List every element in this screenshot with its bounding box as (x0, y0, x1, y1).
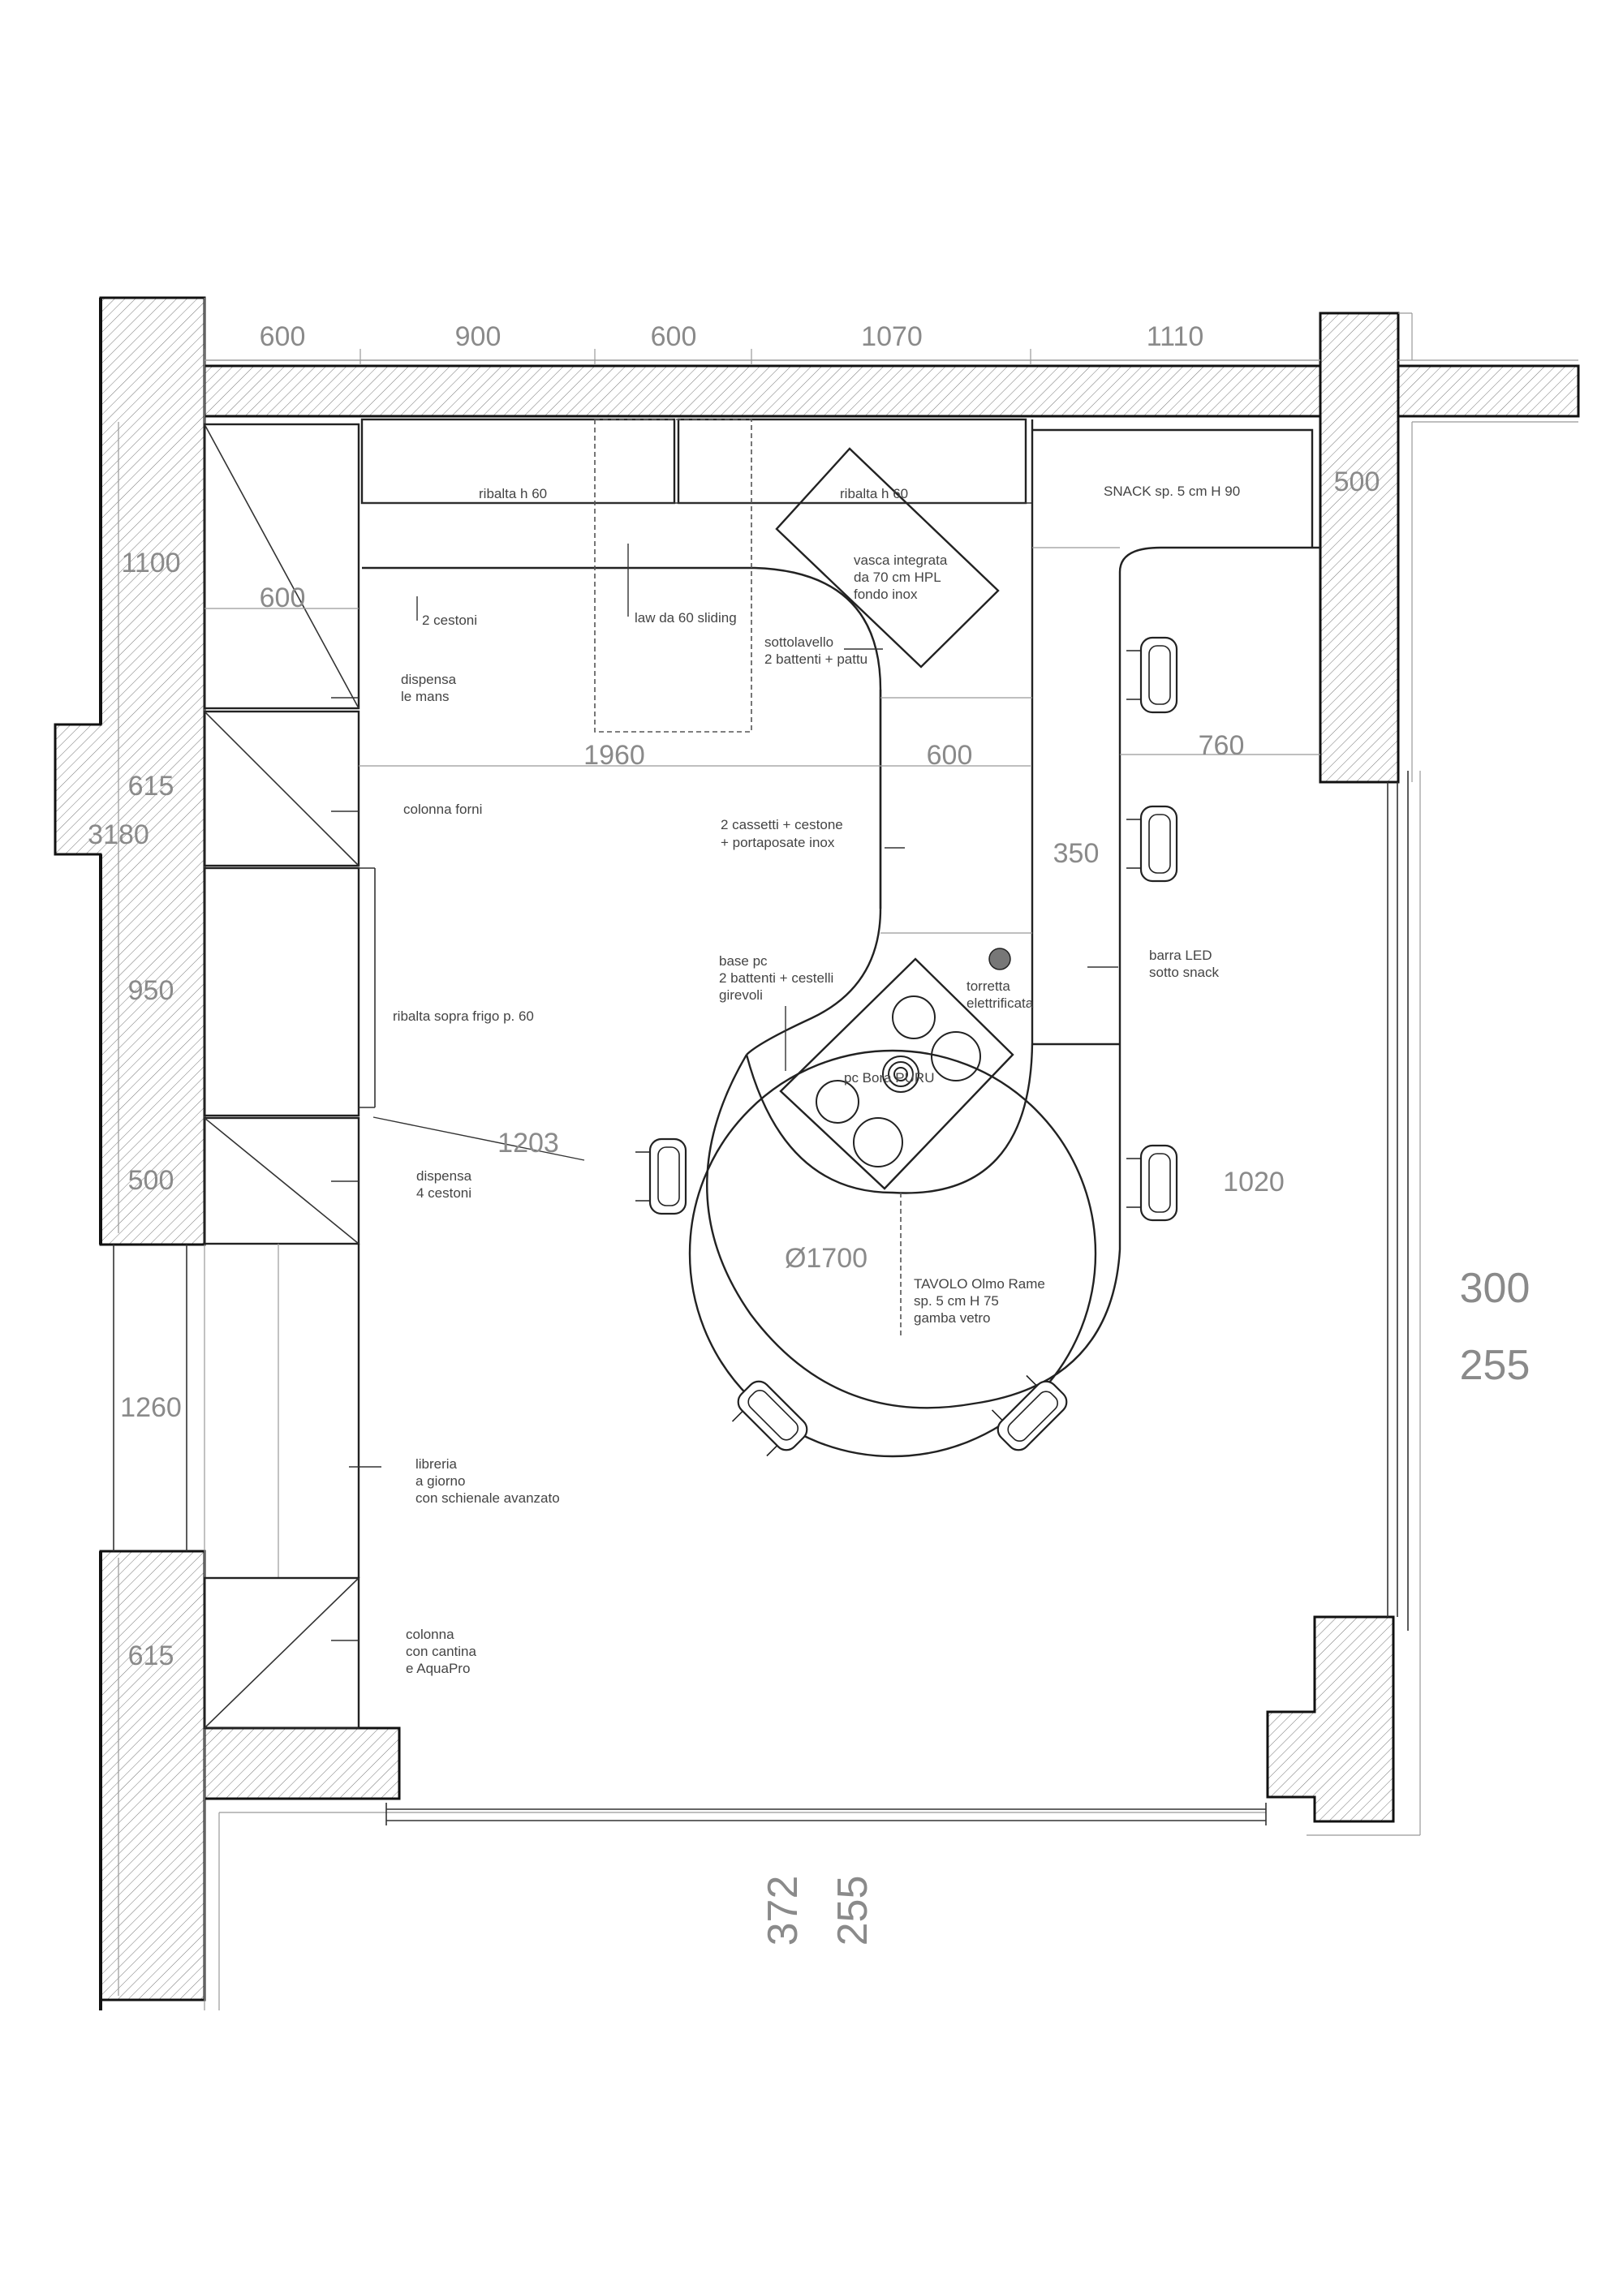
dim-left-5: 1260 (120, 1392, 182, 1423)
dim-600-mid: 600 (927, 740, 973, 771)
dimension-lines (118, 349, 1320, 1996)
label-tavolo-2: sp. 5 cm H 75 (914, 1293, 999, 1309)
label-torretta-1: torretta (966, 978, 1010, 994)
label-ribalta-left: ribalta h 60 (479, 486, 547, 501)
label-snack: SNACK sp. 5 cm H 90 (1104, 484, 1240, 499)
dim-top-4: 1110 (1147, 321, 1204, 352)
left-cabinets (203, 423, 376, 1730)
dim-left-4: 500 (128, 1165, 174, 1196)
walls (54, 296, 1580, 2010)
label-ribalta-frigo: ribalta sopra frigo p. 60 (393, 1008, 534, 1024)
label-dispensa-4-2: 4 cestoni (416, 1185, 471, 1201)
label-dispensa-4-1: dispensa (416, 1168, 472, 1184)
height-bottom-1: 255 (829, 1876, 876, 1946)
dim-top-2: 600 (651, 321, 697, 352)
top-counter (359, 418, 1034, 1056)
label-tavolo-3: gamba vetro (914, 1310, 991, 1326)
label-colonna-cantina-3: e AquaPro (406, 1661, 470, 1676)
pillar-right-bottom (1266, 1615, 1395, 1823)
dim-left-6: 615 (128, 1640, 174, 1671)
dim-left-2: 3180 (88, 819, 149, 850)
dim-1020: 1020 (1223, 1167, 1285, 1197)
label-dispensa-mans-1: dispensa (401, 672, 457, 687)
label-libreria-3: con schienale avanzato (415, 1490, 560, 1506)
label-cassetti-2: + portaposate inox (721, 835, 835, 850)
height-right-1: 255 (1460, 1342, 1530, 1389)
dimension-text-top: 600 900 600 1070 1110 (260, 321, 1204, 352)
hob-burner-icon (882, 1056, 919, 1093)
label-cassetti-1: 2 cassetti + cestone (721, 817, 843, 832)
dim-1203: 1203 (497, 1128, 559, 1159)
dim-left-0: 1100 (121, 548, 180, 578)
label-vasca-3: fondo inox (854, 587, 918, 602)
chair-icon (982, 1365, 1073, 1456)
dim-600-left: 600 (260, 583, 306, 613)
height-right-0: 300 (1460, 1265, 1530, 1312)
label-cestoni: 2 cestoni (422, 613, 477, 628)
chair-icon (1125, 805, 1178, 883)
chair-icon (1125, 1144, 1178, 1222)
label-colonna-cantina-1: colonna (406, 1627, 454, 1642)
dim-1960: 1960 (583, 740, 645, 771)
chair-icon (722, 1375, 813, 1466)
label-vasca-2: da 70 cm HPL (854, 570, 941, 585)
height-bottom-0: 372 (760, 1876, 807, 1946)
label-law: law da 60 sliding (635, 610, 737, 626)
label-libreria-1: libreria (415, 1456, 458, 1472)
wall-top (203, 364, 1322, 418)
label-libreria-2: a giorno (415, 1473, 465, 1489)
label-torretta-2: elettrificata (966, 995, 1034, 1011)
label-barra-led-2: sotto snack (1149, 965, 1219, 980)
electrical-tower-icon (988, 948, 1011, 970)
dim-top-3: 1070 (861, 321, 923, 352)
notes: ribalta h 60 ribalta h 60 2 cestoni law … (393, 484, 1240, 1676)
wall-bottom-left (203, 1726, 401, 1800)
pillar-right-top (1319, 312, 1400, 784)
dim-500-right: 500 (1334, 467, 1380, 497)
dim-top-1: 900 (455, 321, 502, 352)
wall-left-lower (99, 1550, 206, 2001)
snack-bar (1032, 428, 1320, 1046)
dim-top-0: 600 (260, 321, 306, 352)
chair-icon (634, 1137, 687, 1215)
label-pc-bora: pc Bora PURU (844, 1070, 934, 1086)
dim-760: 760 (1199, 730, 1245, 761)
label-sottolavello-2: 2 battenti + pattu (764, 651, 867, 667)
leaders (331, 544, 1118, 1641)
label-vasca-1: vasca integrata (854, 553, 948, 568)
dim-left-3: 950 (128, 975, 174, 1006)
label-base-pc-2: 2 battenti + cestelli (719, 970, 833, 986)
snack-chairs (1125, 636, 1178, 1222)
label-base-pc-3: girevoli (719, 987, 763, 1003)
label-ribalta-right: ribalta h 60 (840, 486, 908, 501)
label-colonna-forni: colonna forni (403, 802, 482, 817)
dim-350: 350 (1053, 838, 1100, 869)
dimension-text-left: 1100 615 3180 950 500 1260 615 (88, 548, 182, 1671)
peninsula (688, 948, 1121, 1458)
chair-icon (1125, 636, 1178, 714)
dim-left-1: 615 (128, 771, 174, 802)
label-colonna-cantina-2: con cantina (406, 1644, 476, 1659)
label-dispensa-mans-2: le mans (401, 689, 450, 704)
dimension-text-inner: 600 1960 600 760 350 500 1203 1020 Ø1700 (260, 467, 1380, 1274)
outer-contours (113, 312, 1578, 2010)
label-base-pc-1: base pc (719, 953, 768, 969)
wall-top-right (1397, 364, 1580, 418)
dim-diameter: Ø1700 (785, 1243, 867, 1274)
label-barra-led-1: barra LED (1149, 948, 1212, 963)
label-sottolavello-1: sottolavello (764, 634, 833, 650)
height-text: 300 255 372 255 (760, 1265, 1530, 1946)
label-tavolo-1: TAVOLO Olmo Rame (914, 1276, 1045, 1292)
